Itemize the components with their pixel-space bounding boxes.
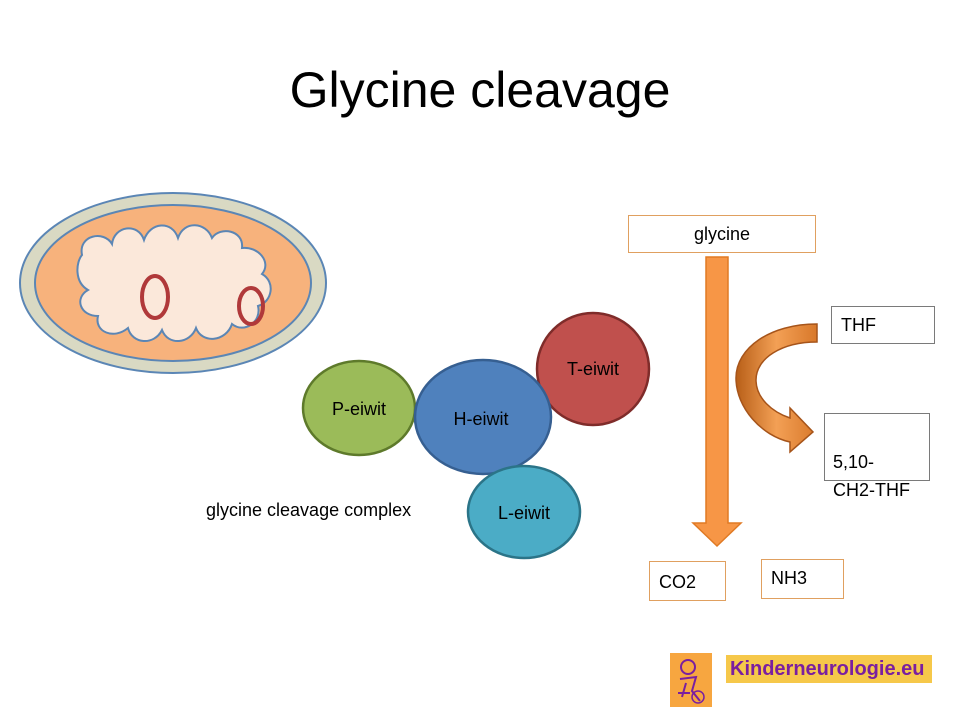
glycine-to-products-arrow [691,256,743,548]
mitochondrion-illustration [19,192,327,374]
glycine-label: glycine [693,224,751,244]
h-protein-label: H-eiwit [453,409,509,429]
h-protein-circle [413,358,553,476]
l-protein-label: L-eiwit [497,503,550,523]
p-protein-label: P-eiwit [331,399,386,419]
glycine-box: glycine [628,215,816,253]
kinderneurologie-logo[interactable]: Kinderneurologie.eu [670,653,934,707]
thf-label: THF [841,315,876,335]
t-protein-label: T-eiwit [566,359,619,379]
methylene-thf-label: 5,10- CH2-THF [833,452,910,500]
complex-label: glycine cleavage complex [206,500,412,520]
co2-label: CO2 [659,572,697,592]
thf-curved-arrow [735,323,818,454]
cristae [76,224,272,342]
co2-box: CO2 [649,561,726,601]
nh3-label: NH3 [771,568,808,588]
page-title: Glycine cleavage [289,62,671,118]
l-protein-circle [466,464,582,560]
thf-box: THF [831,306,935,344]
nh3-box: NH3 [761,559,844,599]
methylene-thf-box: 5,10- CH2-THF [824,413,930,500]
t-protein-circle [535,311,651,427]
logo-figure-icon [670,653,712,707]
logo-text: Kinderneurologie.eu [726,655,932,683]
